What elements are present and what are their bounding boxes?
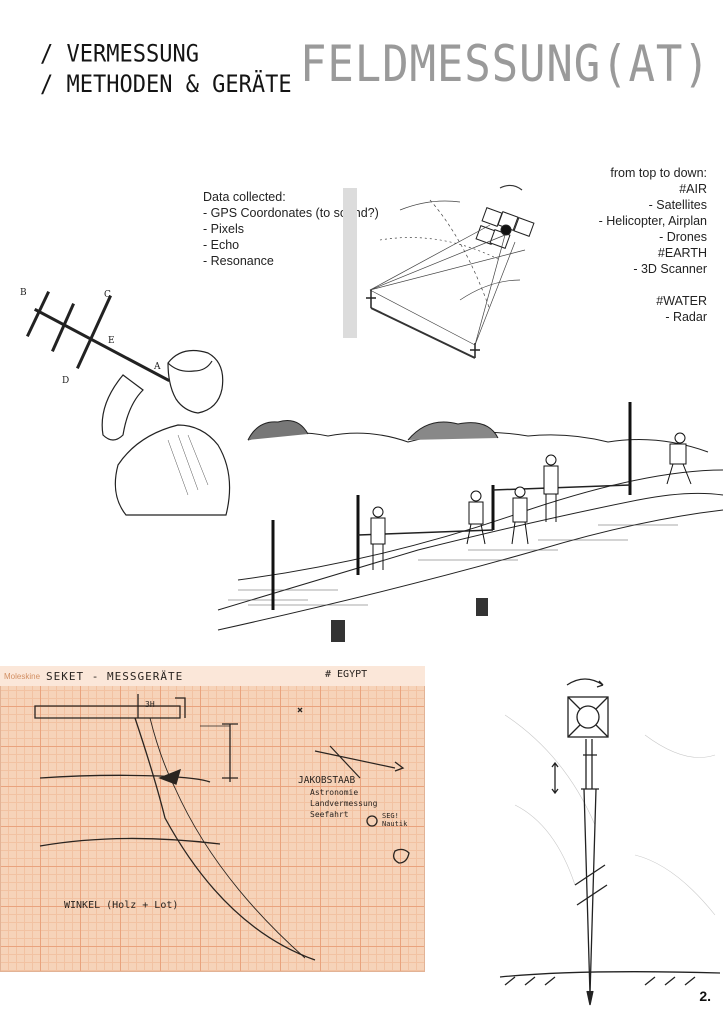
sketch-tag: # EGYPT	[325, 669, 368, 680]
satellite-survey-diagram	[343, 184, 535, 359]
data-collected-heading: Data collected:	[203, 190, 286, 204]
paper-brand: Moleskine	[4, 672, 41, 681]
jakob-line: Landvermessung	[310, 799, 378, 808]
survey-prism-sketch	[499, 678, 721, 1006]
list-item: - Pixels	[203, 222, 244, 236]
page-title: FELDMESSUNG(AT)	[300, 35, 711, 93]
seg-line: SEG!	[382, 812, 399, 820]
list-item: - Resonance	[203, 254, 274, 268]
header-line-1: / VERMESSUNG	[40, 41, 199, 69]
satellite-icon	[475, 207, 535, 249]
engraving-label: C	[104, 290, 111, 300]
list-item: - Echo	[203, 238, 240, 252]
data-collected-list: Data collected: - GPS Coordonates (to so…	[203, 189, 379, 269]
jakob-title: JAKOBSTAAB	[298, 775, 356, 786]
engraving-label: B	[20, 288, 27, 298]
list-item: - GPS Coordonates (to sound?)	[203, 206, 379, 220]
jakobstab-note: JAKOBSTAAB Astronomie Landvermessung See…	[298, 775, 377, 820]
engraving-label: E	[108, 336, 115, 346]
jacobs-staff-engraving: B C E D A	[20, 288, 231, 516]
paper-header-strip	[0, 666, 425, 686]
list-item: - Helicopter, Airplan	[598, 214, 707, 228]
engraving-label: D	[62, 376, 69, 386]
seg-note: SEG! Nautik	[382, 812, 407, 828]
order-heading: from top to down:	[610, 166, 707, 180]
earth-label: #EARTH	[657, 246, 707, 260]
list-item: - Drones	[659, 230, 707, 244]
sketch-measure: 3H	[145, 700, 155, 709]
jakob-line: Astronomie	[310, 788, 359, 797]
sketch-title: SEKET - MESSGERÄTE	[46, 670, 184, 683]
water-label: #WATER	[656, 294, 707, 308]
measurement-order-list: from top to down: #AIR - Satellites - He…	[599, 165, 707, 325]
header-line-2: / METHODEN & GERÄTE	[40, 71, 292, 99]
list-item: - Satellites	[648, 198, 707, 212]
surveyor-figures	[370, 432, 692, 570]
seg-line: Nautik	[382, 820, 408, 828]
seket-pencil-drawing	[34, 694, 410, 961]
winkel-note: WINKEL (Holz + Lot)	[64, 900, 179, 911]
list-item: - 3D Scanner	[633, 262, 707, 276]
field-survey-illustration	[217, 402, 724, 642]
page-number: 2.	[699, 988, 711, 1004]
header-subtitle: / VERMESSUNG / METHODEN & GERÄTE	[40, 40, 292, 100]
jakob-line: Seefahrt	[310, 810, 349, 819]
grid-paper-sketch	[0, 666, 425, 972]
air-label: #AIR	[679, 182, 707, 196]
list-item: - Radar	[665, 310, 707, 324]
engraving-label: A	[153, 362, 161, 372]
